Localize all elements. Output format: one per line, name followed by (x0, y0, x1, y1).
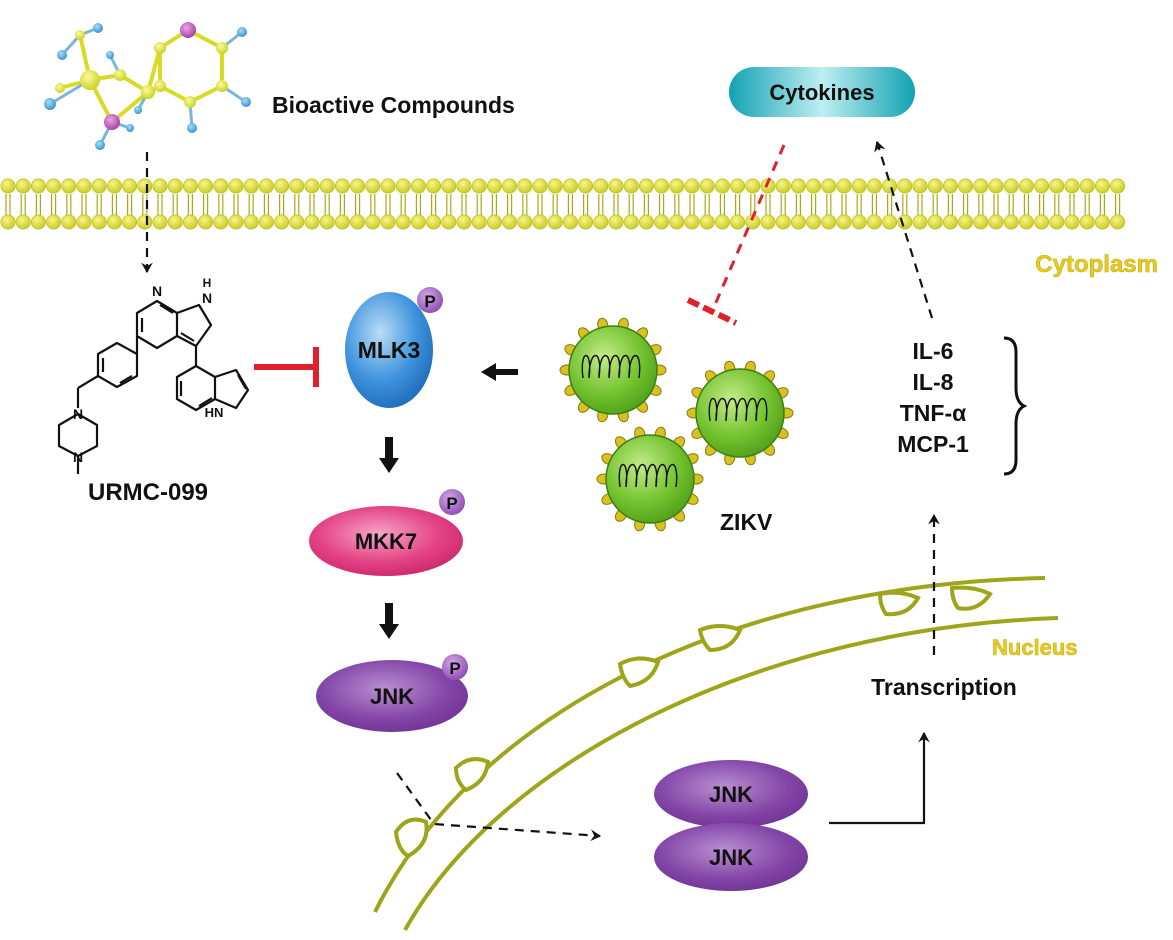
mlk3-phospho-label: P (424, 292, 435, 311)
nuclear-jnk-dimer: JNK JNK (654, 760, 808, 891)
bioactive-compound-molecule (44, 22, 251, 150)
cytoplasm-label: Cytoplasm (1035, 251, 1158, 278)
cytokine-secretion-arrow (874, 140, 934, 319)
tnf-label: TNF-α (900, 400, 967, 426)
cytokines-node: Cytokines (729, 67, 915, 117)
mlk3-label: MLK3 (358, 337, 421, 363)
pyrrole-h-label: H (203, 276, 212, 290)
il8-label: IL-8 (913, 369, 954, 395)
zikv-virus-particles (559, 317, 794, 532)
nucleus-label: Nucleus (992, 635, 1078, 660)
pyridine-n-label: N (152, 283, 162, 299)
transcription-label: Transcription (871, 674, 1017, 700)
cytokines-label: Cytokines (769, 80, 874, 105)
il6-label: IL-6 (913, 338, 954, 364)
zikv-particle (559, 317, 667, 423)
cytokines-inhibit-zikv (686, 144, 786, 326)
mlk3-node: MLK3 P (345, 287, 443, 408)
cascade-arrows (379, 363, 518, 639)
indole-nh-label: HN (205, 405, 224, 420)
piperazine-n1-label: N (73, 406, 83, 422)
mkk7-phospho-label: P (446, 494, 457, 513)
jnk-phospho-label: P (449, 659, 460, 678)
jnk-node: JNK P (316, 654, 468, 732)
jnk-label: JNK (370, 684, 414, 709)
nuclear-pores (393, 585, 993, 859)
jnk-to-transcription-arrow (829, 731, 930, 825)
zikv-particle (686, 360, 794, 466)
nuclear-jnk-top-label: JNK (709, 782, 753, 807)
mcp1-label: MCP-1 (897, 431, 969, 457)
jnk-translocation-arrow (396, 772, 602, 842)
urmc-099-label: URMC-099 (88, 479, 208, 506)
cytokine-list: IL-6 IL-8 TNF-α MCP-1 (897, 338, 969, 457)
pyrrole-n-label: N (202, 290, 212, 306)
zikv-particle (596, 426, 704, 532)
urmc-atom-labels: N N H N N HN (73, 276, 223, 465)
bioactive-compounds-label: Bioactive Compounds (272, 92, 515, 118)
zikv-label: ZIKV (720, 509, 773, 535)
cytokine-list-brace (1003, 336, 1028, 476)
piperazine-n2-label: N (73, 449, 83, 465)
urmc-099-structure (57, 299, 250, 474)
mkk7-node: MKK7 P (309, 489, 465, 576)
mkk7-label: MKK7 (355, 529, 417, 554)
cell-membrane-bilayer (0, 178, 1126, 230)
nuclear-jnk-bottom-label: JNK (709, 845, 753, 870)
urmc-inhibits-mlk3 (254, 347, 319, 387)
